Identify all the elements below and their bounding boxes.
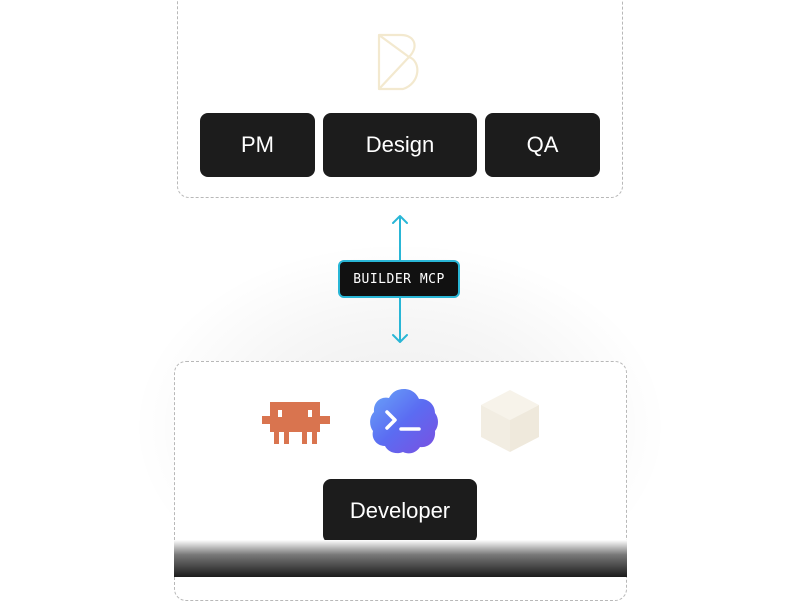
developer-button[interactable]: Developer bbox=[323, 479, 477, 543]
qa-button[interactable]: QA bbox=[485, 113, 600, 177]
cube-icon bbox=[481, 390, 539, 452]
cursor-terminal-icon bbox=[370, 389, 438, 454]
builder-mcp-badge: BUILDER MCP bbox=[338, 260, 460, 298]
pm-button[interactable]: PM bbox=[200, 113, 315, 177]
bottom-fade bbox=[174, 540, 627, 577]
design-button[interactable]: Design bbox=[323, 113, 477, 177]
builder-logo-icon bbox=[377, 33, 419, 91]
claude-code-icon bbox=[262, 402, 330, 444]
